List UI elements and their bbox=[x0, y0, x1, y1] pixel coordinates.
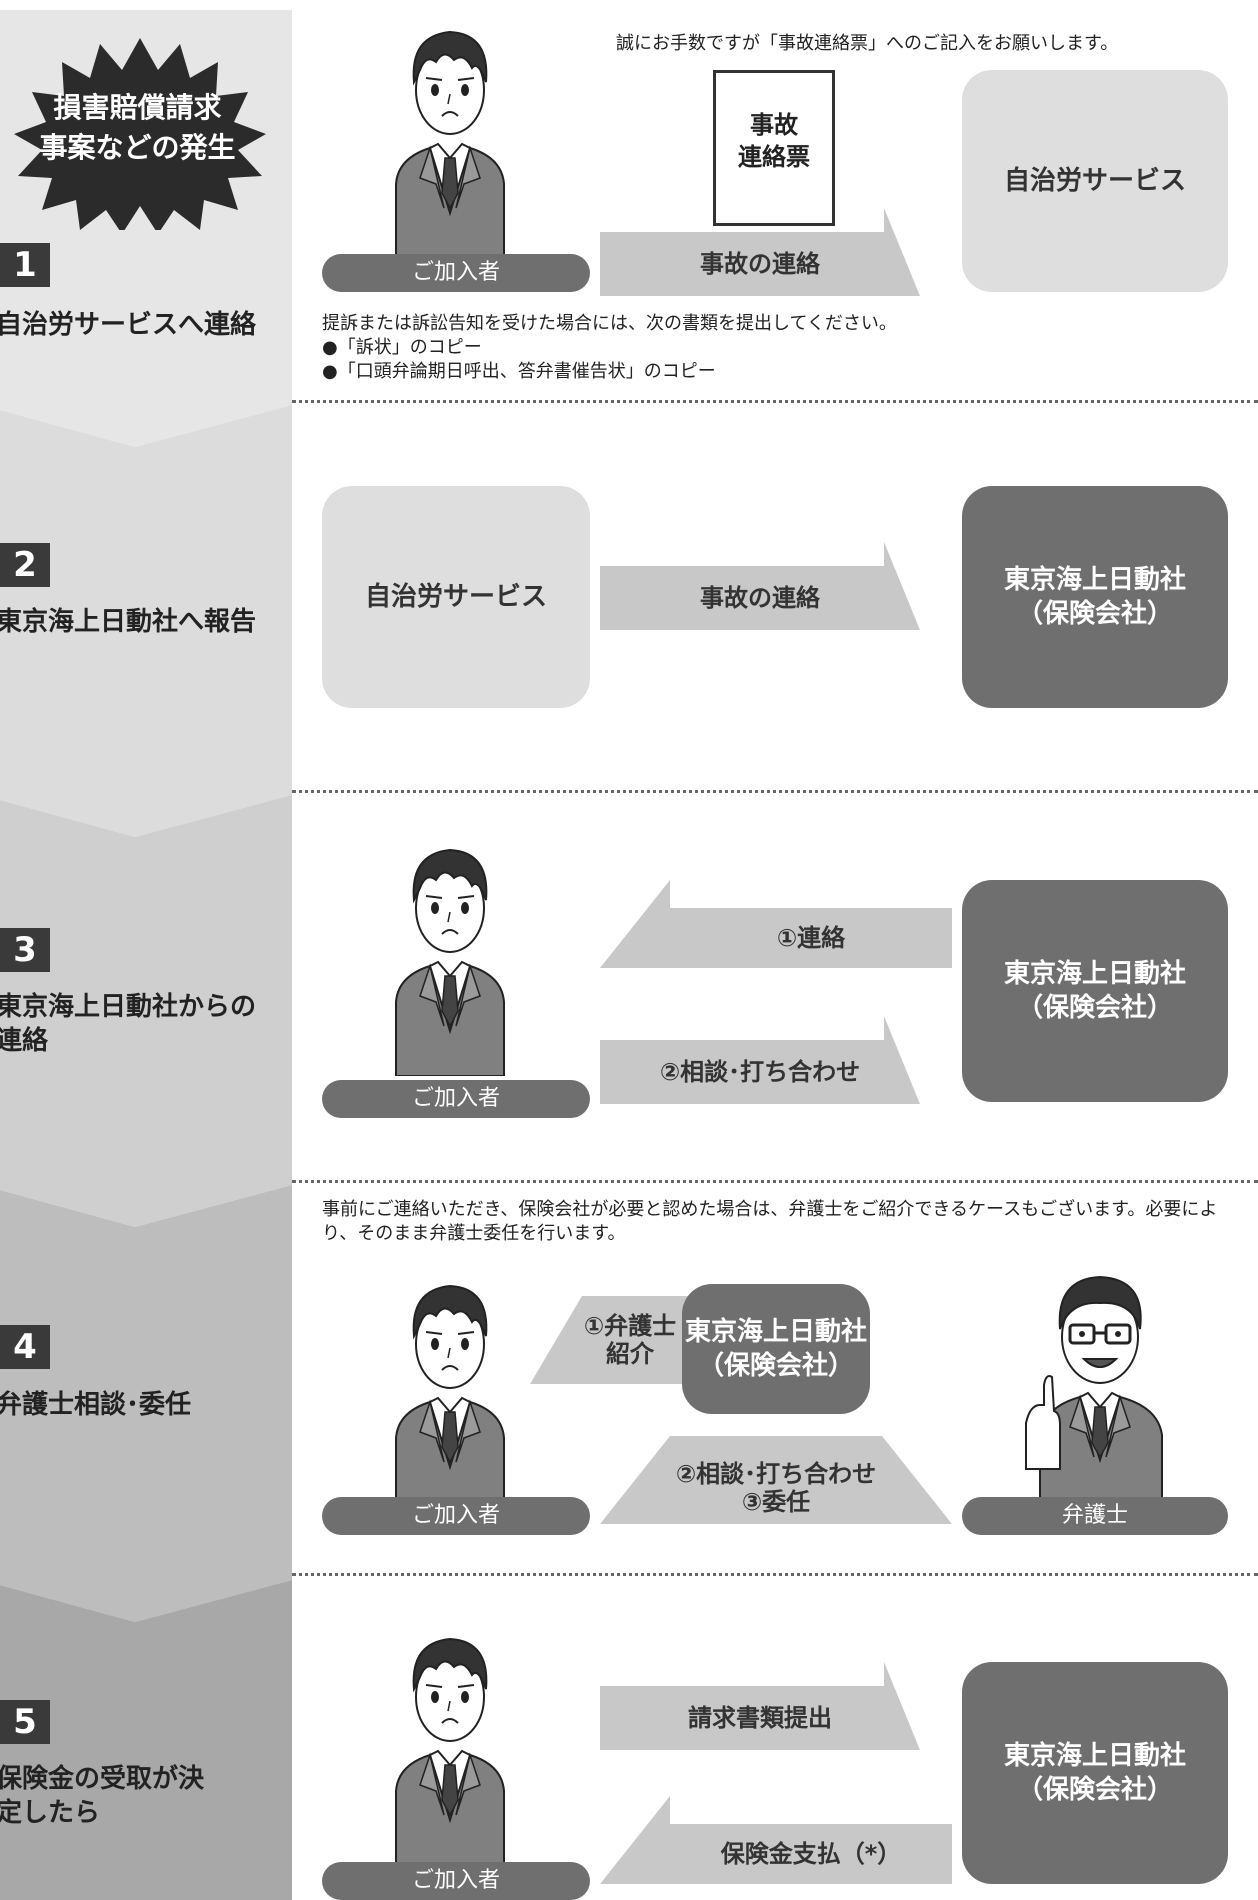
s3-arrow-consult: ②相談･打ち合わせ bbox=[600, 1016, 920, 1104]
step-2-title: 東京海上日動社へ報告 bbox=[0, 607, 257, 637]
lawyer-icon bbox=[1025, 1275, 1163, 1506]
s2-jichiro-box: 自治労サービス bbox=[322, 486, 590, 708]
separator bbox=[292, 1573, 1258, 1576]
start-badge: 損害賠償請求 事案などの発生 bbox=[0, 30, 275, 230]
s1-jichiro-box: 自治労サービス bbox=[962, 70, 1228, 292]
s4-tokio-marine-box: 東京海上日動社 （保険会社） bbox=[682, 1284, 870, 1414]
separator bbox=[292, 400, 1258, 403]
s1-note-3: ●「口頭弁論期日呼出、答弁書催告状」のコピー bbox=[322, 361, 716, 382]
step-1-title: 自治労サービスへ連絡 bbox=[0, 310, 257, 340]
s1-note-2: ●「訴状」のコピー bbox=[322, 337, 482, 358]
step-5-title: 保険金の受取が決定したら bbox=[0, 1764, 205, 1828]
accident-form-document: 事故 連絡票 bbox=[713, 70, 835, 226]
member-figure bbox=[390, 1262, 510, 1516]
step-2-number: 2 bbox=[0, 543, 50, 587]
s1-note-1: 提訴または訴訟告知を受けた場合には、次の書類を提出してください。 bbox=[322, 313, 897, 334]
person-icon bbox=[395, 1637, 505, 1866]
person-icon bbox=[395, 848, 505, 1077]
s4-arrow-introduce: ①弁護士 紹介 bbox=[530, 1296, 690, 1384]
s3-member-label: ご加入者 bbox=[322, 1080, 590, 1118]
step-3-number: 3 bbox=[0, 928, 50, 972]
member-figure bbox=[390, 826, 510, 1080]
person-icon bbox=[395, 1284, 505, 1513]
step-4-number: 4 bbox=[0, 1325, 50, 1369]
separator bbox=[292, 790, 1258, 793]
start-badge-line1: 損害賠償請求 bbox=[53, 91, 222, 124]
s5-tokio-marine-box: 東京海上日動社 （保険会社） bbox=[962, 1662, 1228, 1884]
s4-note: 事前にご連絡いただき、保険会社が必要と認めた場合は、弁護士をご紹介できるケースも… bbox=[322, 1199, 1218, 1244]
step-4-title: 弁護士相談･委任 bbox=[0, 1390, 192, 1420]
starburst-icon bbox=[14, 38, 266, 230]
step-3-title: 東京海上日動社からの連絡 bbox=[0, 992, 257, 1056]
s5-arrow-submit: 請求書類提出 bbox=[600, 1662, 920, 1750]
s3-arrow-contact: ①連絡 bbox=[600, 880, 952, 970]
person-icon bbox=[395, 30, 505, 259]
s4-member-label: ご加入者 bbox=[322, 1497, 590, 1535]
document-icon: 事故 連絡票 bbox=[738, 111, 810, 171]
sidebar-background bbox=[0, 10, 292, 1900]
step-5-number: 5 bbox=[0, 1700, 50, 1744]
separator bbox=[292, 1180, 1258, 1183]
step-1-number: 1 bbox=[0, 243, 50, 287]
s4-lawyer-label: 弁護士 bbox=[962, 1497, 1228, 1535]
s1-member-label: ご加入者 bbox=[322, 254, 590, 292]
s2-tokio-marine-box: 東京海上日動社 （保険会社） bbox=[962, 486, 1228, 708]
s1-top-note: 誠にお手数ですが「事故連絡票」へのご記入をお願いします。 bbox=[616, 33, 1119, 54]
s3-tokio-marine-box: 東京海上日動社 （保険会社） bbox=[962, 880, 1228, 1102]
start-badge-line2: 事案などの発生 bbox=[39, 131, 236, 164]
s2-arrow-contact: 事故の連絡 bbox=[600, 542, 920, 630]
member-figure bbox=[390, 8, 510, 262]
s4-arrow-consult: ②相談･打ち合わせ ③委任 bbox=[600, 1436, 952, 1524]
s5-member-label: ご加入者 bbox=[322, 1862, 590, 1900]
s5-arrow-payment: 保険金支払（*） bbox=[600, 1796, 952, 1884]
member-figure bbox=[390, 1615, 510, 1869]
s1-arrow-contact: 事故の連絡 bbox=[600, 208, 920, 296]
lawyer-figure bbox=[1000, 1255, 1200, 1509]
